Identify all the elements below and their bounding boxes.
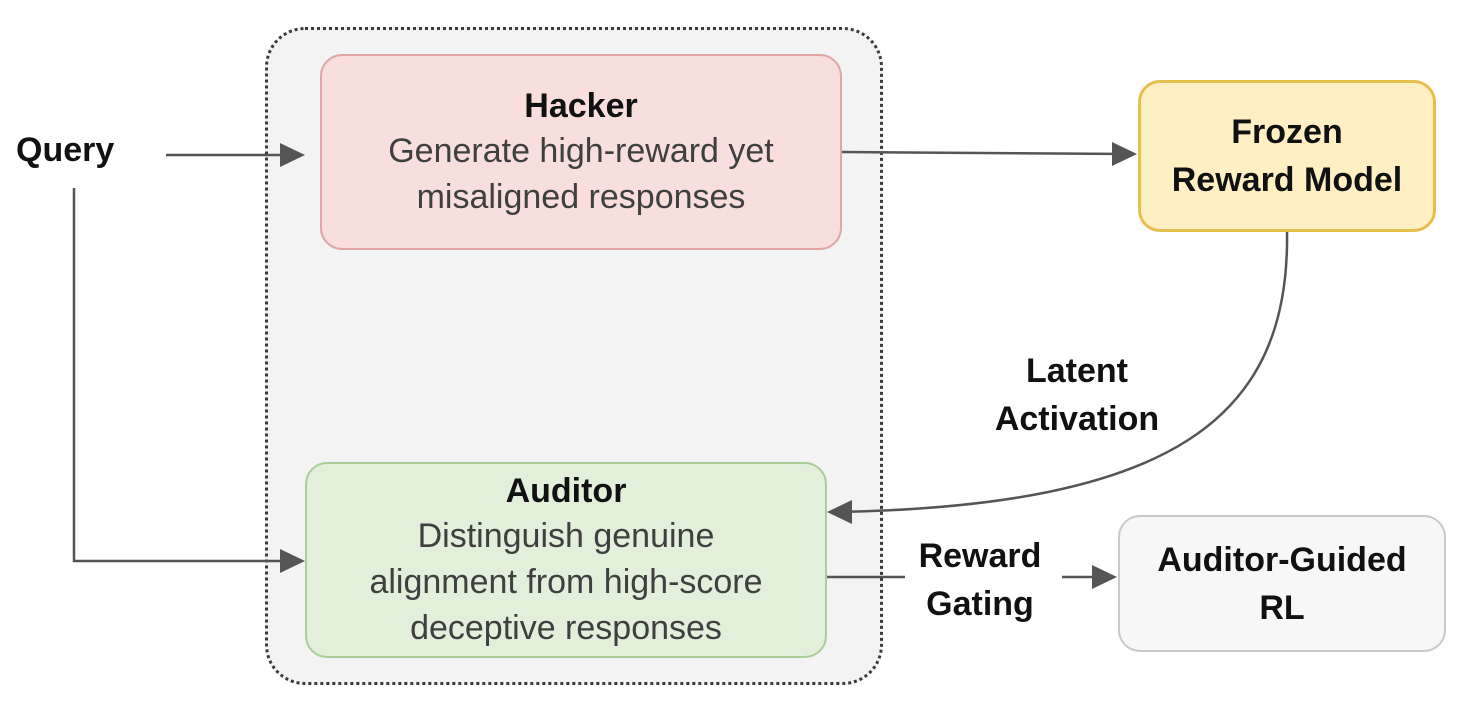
auditor-desc-line-2: alignment from high-score [369,563,763,601]
auditor-box: Auditor Distinguish genuine alignment fr… [305,462,827,658]
arrowhead-hacker-frozen [1112,142,1137,166]
auditor-rl-line-2: RL [1259,588,1305,627]
gating-line-1: Reward [918,537,1042,575]
auditor-desc-line-3: deceptive responses [410,609,722,647]
hacker-box: Hacker Generate high-reward yet misalign… [320,54,842,250]
arrowhead-gating-rl [1092,565,1117,589]
frozen-reward-model-box: Frozen Reward Model [1138,80,1436,232]
arrowhead-frozen-auditor [827,500,852,524]
auditor-rl-line-1: Auditor-Guided [1157,540,1407,579]
frozen-rm-line-2: Reward Model [1171,161,1403,199]
reward-gating-label: Reward Gating [900,532,1060,628]
gating-line-2: Gating [926,585,1034,623]
frozen-rm-line-1: Frozen [1231,113,1343,151]
hacker-desc-line-1: Generate high-reward yet [388,132,774,170]
latent-line-2: Activation [994,400,1160,438]
auditor-guided-rl-box: Auditor-Guided RL [1118,515,1446,652]
arrow-query-to-auditor [72,188,300,563]
latent-line-1: Latent [1026,352,1128,390]
arrowhead-query-hacker [280,143,305,167]
latent-activation-label: Latent Activation [972,347,1182,443]
arrowhead-query-auditor [280,549,305,573]
arrow-frozen-to-auditor [839,231,1289,514]
arrow-hacker-to-frozen [841,150,1131,156]
hacker-title: Hacker [524,87,638,125]
hacker-desc-line-2: misaligned responses [416,178,746,216]
auditor-title: Auditor [505,472,627,510]
query-label: Query [16,131,115,169]
auditor-desc-line-1: Distinguish genuine [417,517,715,555]
